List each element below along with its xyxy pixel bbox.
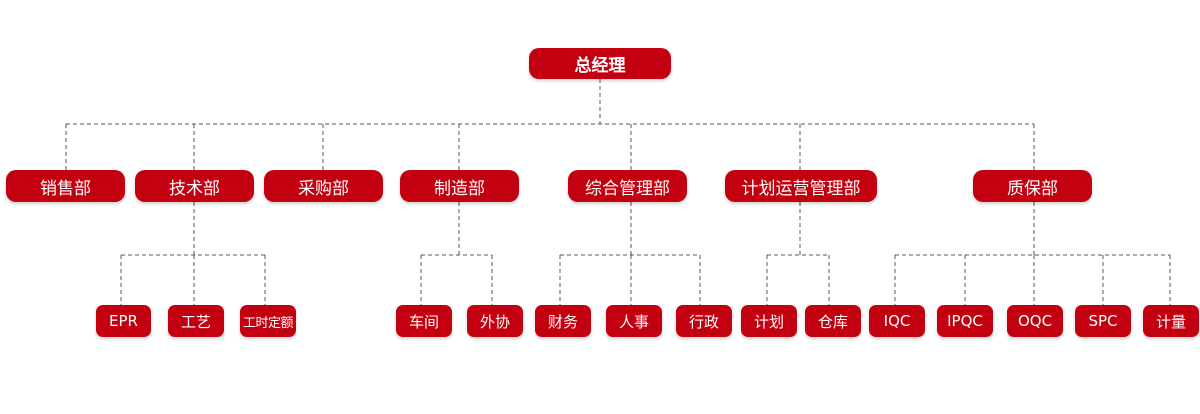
node-label: 计量: [1155, 312, 1186, 331]
node-administration: 行政: [676, 305, 732, 337]
node-label: 外协: [479, 312, 510, 331]
node-manufacturing-dept: 制造部: [400, 170, 519, 202]
node-label: 技术部: [169, 178, 220, 199]
node-ipqc: IPQC: [937, 305, 993, 337]
node-label: 车间: [408, 312, 439, 331]
node-purchasing-dept: 采购部: [264, 170, 383, 202]
node-label: 工艺: [180, 312, 211, 331]
node-spc: SPC: [1075, 305, 1131, 337]
node-oqc: OQC: [1007, 305, 1063, 337]
node-label: 销售部: [40, 178, 91, 199]
node-label: IPQC: [947, 312, 983, 330]
node-label: 仓库: [817, 312, 848, 331]
node-label: EPR: [109, 312, 138, 330]
node-label: 计划运营管理部: [741, 178, 861, 199]
node-label: IQC: [883, 312, 911, 330]
node-quality-dept: 质保部: [973, 170, 1092, 202]
node-label: 制造部: [434, 178, 485, 199]
node-label: 采购部: [298, 178, 349, 199]
node-tech-dept: 技术部: [135, 170, 254, 202]
node-process: 工艺: [168, 305, 224, 337]
node-finance: 财务: [535, 305, 591, 337]
node-general-admin-dept: 综合管理部: [568, 170, 687, 202]
node-label: 财务: [547, 312, 578, 331]
node-outsourcing: 外协: [467, 305, 523, 337]
node-workshop: 车间: [396, 305, 452, 337]
node-planning: 计划: [741, 305, 797, 337]
node-planning-ops-dept: 计划运营管理部: [725, 170, 877, 202]
node-sales-dept: 销售部: [6, 170, 125, 202]
node-general-manager: 总经理: [529, 48, 671, 79]
node-iqc: IQC: [869, 305, 925, 337]
node-label: 质保部: [1007, 178, 1058, 199]
node-label: 行政: [688, 312, 719, 331]
node-warehouse: 仓库: [805, 305, 861, 337]
node-metrology: 计量: [1143, 305, 1199, 337]
node-label: 计划: [753, 312, 784, 331]
node-label: 综合管理部: [585, 178, 670, 199]
node-label: 总经理: [574, 56, 626, 76]
node-label: 人事: [618, 312, 649, 331]
node-labor-quota: 工时定额: [240, 305, 296, 337]
node-label: SPC: [1088, 312, 1118, 330]
node-label: 工时定额: [242, 315, 294, 331]
node-label: OQC: [1017, 312, 1053, 330]
node-epr: EPR: [96, 305, 151, 337]
node-hr: 人事: [606, 305, 662, 337]
